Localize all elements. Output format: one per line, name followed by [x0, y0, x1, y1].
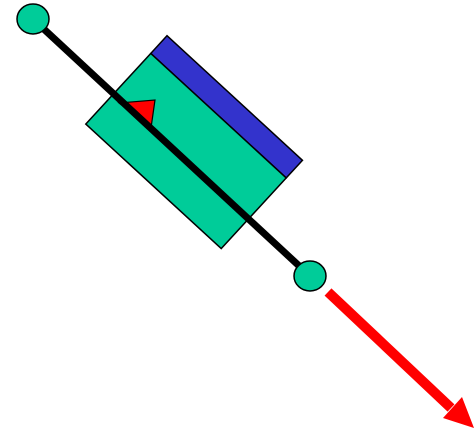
circle-node-icon: [293, 260, 327, 292]
element-group: [84, 34, 304, 250]
circle-node-icon: [16, 3, 50, 35]
force-arrow-shaft: [324, 288, 455, 412]
arrow-icon: [324, 288, 474, 428]
force-arrow-head: [443, 397, 474, 428]
rod-line: [30, 16, 313, 279]
